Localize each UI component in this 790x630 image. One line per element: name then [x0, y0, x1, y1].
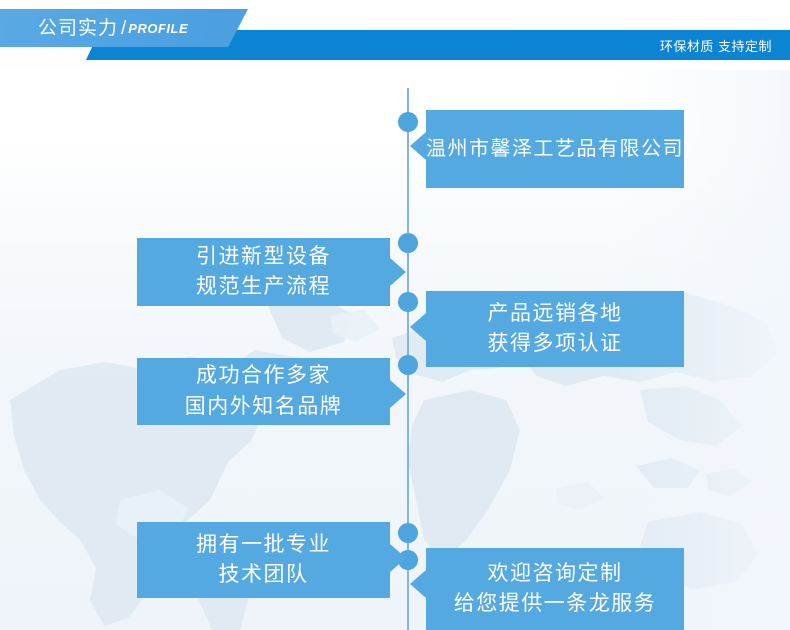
callout-line: 产品远销各地 — [487, 301, 623, 325]
timeline-node-5 — [398, 523, 418, 543]
callout-technical-team[interactable]: 拥有一批专业 技术团队 — [137, 522, 406, 598]
callout-line: 引进新型设备 — [196, 244, 331, 268]
callout-line: 欢迎咨询定制 — [487, 561, 623, 585]
callout-line: 规范生产流程 — [196, 275, 331, 298]
timeline-node-2 — [398, 233, 418, 253]
callout-equipment[interactable]: 引进新型设备 规范生产流程 — [137, 238, 406, 306]
callout-customization-service[interactable]: 欢迎咨询定制 给您提供一条龙服务 — [410, 548, 684, 630]
timeline-node-3 — [398, 292, 418, 312]
page-title-en: PROFILE — [128, 20, 189, 36]
page-title-separator: / — [121, 17, 127, 39]
callout-brand-cooperation[interactable]: 成功合作多家 国内外知名品牌 — [137, 358, 406, 425]
callout-line: 给您提供一条龙服务 — [453, 592, 657, 615]
callout-line: 获得多项认证 — [487, 332, 623, 355]
callout-line: 拥有一批专业 — [196, 532, 331, 556]
callout-line: 国内外知名品牌 — [184, 394, 343, 418]
callout-line: 技术团队 — [218, 563, 309, 586]
page-header: 公司实力 / PROFILE 环保材质 支持定制 — [0, 0, 790, 78]
timeline-node-1 — [398, 112, 418, 132]
callout-line: 成功合作多家 — [196, 364, 331, 388]
callout-sales-certification[interactable]: 产品远销各地 获得多项认证 — [410, 291, 684, 367]
page-title: 公司实力 / PROFILE — [0, 9, 248, 47]
page-title-cn: 公司实力 — [38, 17, 119, 39]
header-slogan: 环保材质 支持定制 — [659, 38, 772, 54]
timeline-node-4 — [398, 355, 418, 375]
callout-company-name[interactable]: 温州市馨泽工艺品有限公司 — [410, 110, 684, 188]
callout-line: 温州市馨泽工艺品有限公司 — [426, 137, 684, 160]
